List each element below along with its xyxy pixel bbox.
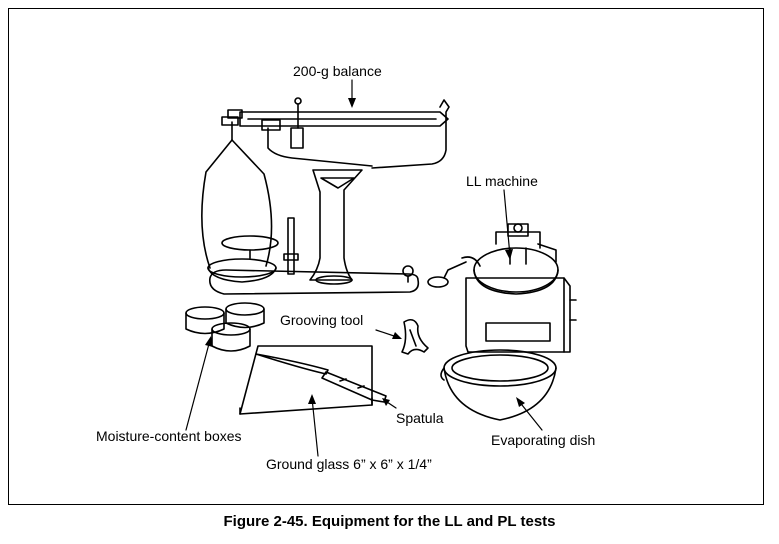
label-balance: 200-g balance (293, 63, 382, 79)
arrow-heads (205, 98, 525, 407)
ll-machine-drawing (427, 223, 577, 353)
ground-glass-drawing (239, 345, 373, 415)
evaporating-dish-drawing (440, 349, 557, 421)
figure-caption: Figure 2-45. Equipment for the LL and PL… (223, 513, 556, 530)
label-evaporating-dish: Evaporating dish (491, 432, 596, 448)
figure-frame (8, 8, 764, 505)
moisture-boxes-drawing (185, 302, 265, 352)
balance-drawing (201, 97, 450, 295)
spatula-drawing (255, 353, 387, 403)
label-grooving-tool: Grooving tool (280, 312, 364, 328)
leader-lines (185, 79, 543, 457)
label-spatula: Spatula (396, 410, 444, 426)
grooving-tool-drawing (401, 318, 429, 355)
label-ll-machine: LL machine (466, 173, 538, 189)
label-ground-glass: Ground glass 6” x 6” x 1/4” (266, 456, 432, 472)
label-moisture-boxes: Moisture-content boxes (96, 428, 242, 444)
